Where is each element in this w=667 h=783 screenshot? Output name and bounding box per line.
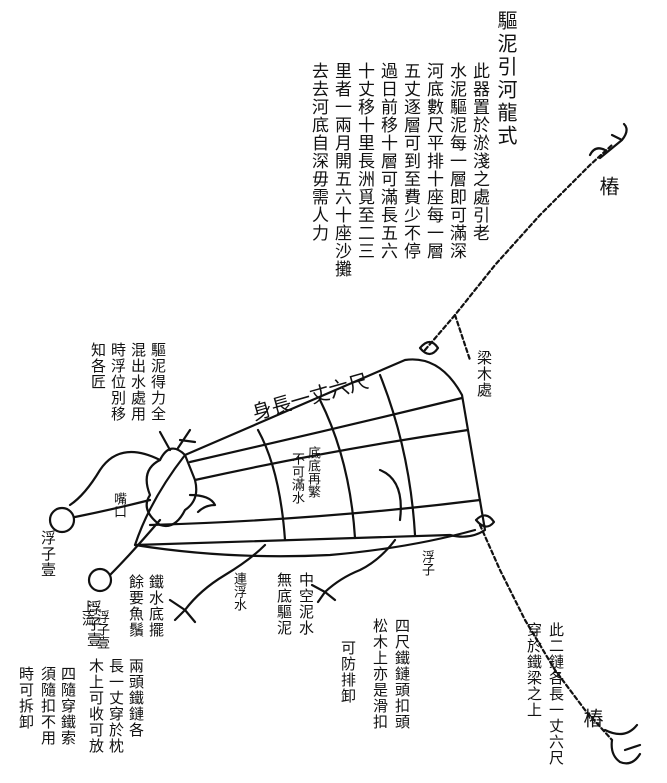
lower-chain [478,523,614,742]
top-anchor-hook [588,122,628,160]
strap-5 [193,428,470,482]
strap-3 [378,373,417,537]
bottom-note-4b: 松木上亦是滑扣 [371,618,389,730]
left-note-col-4: 知各匠 [89,342,107,390]
side-flap [378,468,402,522]
dragon-beard [188,493,217,514]
left-note-col-1: 驅泥得力全 [149,342,167,422]
body-inner-text-a: 底底再繁 [305,446,320,498]
float-rope-lower [108,518,162,577]
description-col-7: 里者一兩月開五六十座沙攤 [331,62,351,278]
front-claw [168,543,267,624]
anchor-top-label: 樁 [596,176,620,197]
float-rope-upper [73,498,152,519]
strap-1 [256,428,287,542]
bottom-note-1b: 上流 [79,600,94,626]
bottom-anchor [603,723,642,765]
mouth-label: 嘴口 [111,492,126,518]
crossbeam-label: 梁木處 [475,350,493,398]
bottom-note-8a: 四隨穿鐵索 [59,666,77,746]
float-lower-label: 浮子壹 [85,600,103,648]
sack-body [133,358,487,547]
bottom-note-7a: 兩頭鐵鏈各 [127,658,145,738]
body-inner-text-b: 不可滿水 [289,452,304,504]
description-col-5: 過日前移十層可滿長五六 [377,62,397,260]
upper-chain-branch [453,313,472,362]
bottom-note-7b: 長一丈穿於枕 [107,658,125,754]
bottom-note-9: 時可拆卸 [17,666,35,730]
bottom-note-3a: 中空泥水 [297,572,315,636]
description-col-8: 去去河底自深毋需人力 [308,62,328,242]
diagram-title: 驅泥引河龍式 [494,10,518,148]
bottom-note-2b: 餘要魚鬚 [127,574,145,638]
dragon-horns [158,428,197,452]
float-ball-lower [87,567,113,593]
left-note-col-2: 混出水處用 [129,342,147,422]
upper-chain [423,143,614,352]
bottom-note-8b: 須隨扣不用 [39,666,57,746]
bottom-note-5: 可防排卸 [339,640,357,704]
bottom-note-6a: 此二鏈各長一丈六尺 [547,622,565,766]
description-col-2: 水泥驅泥每一層即可滿深 [446,62,466,260]
hip-note: 浮子 [419,550,434,576]
description-col-6: 十丈移十里長洲覓至二三 [354,62,374,260]
bottom-note-2a: 鐵水底擺 [147,574,165,638]
dragon-whisker-top [68,450,162,507]
float-upper-label: 浮子壹 [39,530,57,578]
description-col-3: 河底數尺平排十座每一層 [423,62,443,260]
bottom-note-3b: 無底驅泥 [275,572,293,636]
anchor-bottom-label: 樁 [580,708,604,729]
back-claw [310,538,397,604]
dragon-head [145,447,198,528]
bottom-note-1a: 浮子壹 [94,610,109,649]
strap-2 [318,398,357,540]
description-col-1: 此器置於淤淺之處引老 [469,62,489,242]
left-note-col-3: 時浮位別移 [109,342,127,422]
bottom-note-7c: 木上可收可放 [87,658,105,754]
bottom-note-6b: 穿於鐵梁之上 [525,622,543,718]
bottom-note-4a: 四尺鐵鏈頭扣頭 [393,618,411,730]
strap-4 [188,396,464,464]
strap-6 [148,498,482,527]
hull-bottom [133,528,477,558]
rope-note: 連浮水 [231,572,246,611]
upper-chain-loop [418,340,440,356]
description-col-4: 五丈逐層可到至費少不停 [400,62,420,260]
float-ball-upper [48,506,76,534]
